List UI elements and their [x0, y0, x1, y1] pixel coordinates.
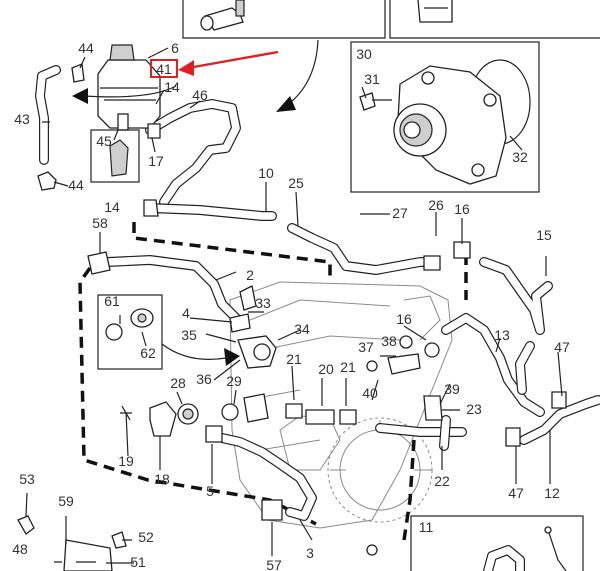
callout-58: 58: [92, 215, 108, 231]
callout-47: 47: [554, 339, 570, 355]
highlight-box: [150, 59, 178, 78]
callout-22: 22: [434, 473, 450, 489]
callout-14: 14: [104, 199, 120, 215]
callout-12: 12: [544, 485, 560, 501]
callout-39: 39: [444, 381, 460, 397]
flow-arrows: [72, 39, 319, 366]
callout-23: 23: [466, 401, 482, 417]
water-pump-inset: [350, 41, 540, 193]
callout-11: 11: [419, 519, 434, 535]
callout-15: 15: [536, 227, 552, 243]
callout-5: 5: [206, 483, 214, 499]
callout-45: 45: [96, 133, 112, 149]
callout-57: 57: [266, 557, 282, 571]
callout-21: 21: [340, 359, 356, 375]
callout-26: 26: [428, 197, 444, 213]
top-inset-frame-left: [182, 0, 386, 39]
callout-34: 34: [294, 321, 310, 337]
callout-31: 31: [364, 71, 380, 87]
callout-32: 32: [512, 149, 528, 165]
callout-47: 47: [508, 485, 524, 501]
callout-2: 2: [246, 267, 254, 283]
callout-6: 6: [171, 40, 179, 56]
callout-14: 14: [164, 79, 180, 95]
callout-38: 38: [381, 333, 397, 349]
callout-53: 53: [19, 471, 35, 487]
parts: [17, 44, 584, 571]
top-inset-frame-right: [389, 0, 600, 39]
callout-28: 28: [170, 375, 186, 391]
callout-21: 21: [286, 351, 302, 367]
callout-17: 17: [148, 153, 164, 169]
callout-19: 19: [118, 453, 134, 469]
callout-41: 41: [156, 61, 172, 77]
callout-40: 40: [362, 385, 378, 401]
highlight-arrow-line: [187, 50, 279, 70]
callout-51: 51: [130, 554, 146, 570]
callout-59: 59: [58, 493, 74, 509]
leader-lines: [25, 47, 563, 564]
callout-33: 33: [255, 295, 271, 311]
callout-52: 52: [138, 529, 154, 545]
callout-37: 37: [358, 339, 374, 355]
callout-18: 18: [154, 471, 170, 487]
callout-62: 62: [140, 345, 156, 361]
callout-4: 4: [182, 305, 190, 321]
callout-25: 25: [288, 175, 304, 191]
callout-27: 27: [392, 205, 408, 221]
callout-35: 35: [181, 327, 197, 343]
callout-30: 30: [356, 46, 372, 62]
callout-10: 10: [258, 165, 274, 181]
callout-13: 13: [494, 327, 510, 343]
callout-3: 3: [306, 545, 314, 561]
callout-48: 48: [12, 541, 28, 557]
callout-36: 36: [196, 371, 212, 387]
callout-46: 46: [192, 87, 208, 103]
dashed-routing-lines: [78, 222, 468, 541]
callout-61: 61: [104, 293, 120, 309]
callout-29: 29: [226, 373, 242, 389]
callout-20: 20: [318, 361, 334, 377]
highlight-arrow-head: [178, 60, 194, 76]
callout-16: 16: [396, 311, 412, 327]
callout-16: 16: [454, 201, 470, 217]
callout-43: 43: [14, 111, 30, 127]
highlight-annotation: [150, 50, 279, 78]
hoses: [35, 65, 600, 521]
callout-44: 44: [68, 177, 84, 193]
callout-44: 44: [78, 40, 94, 56]
